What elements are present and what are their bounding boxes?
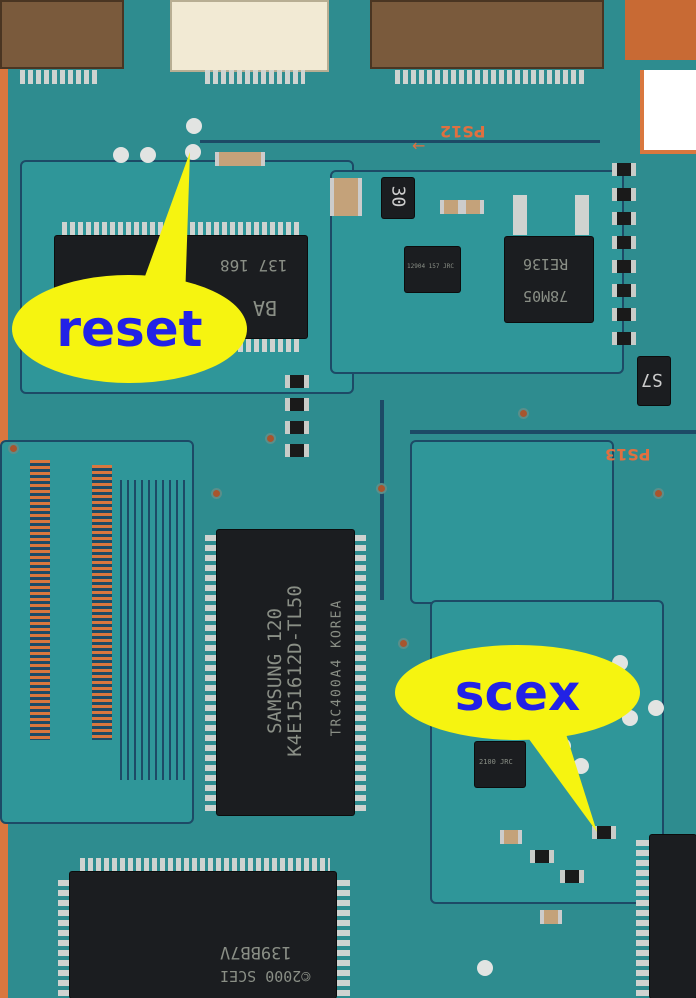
regulator-tab — [575, 195, 589, 235]
arrow-icon: ← — [412, 136, 426, 155]
diode-30: 30 — [382, 178, 414, 218]
resistor — [285, 421, 309, 434]
via — [400, 640, 407, 647]
connector-pins — [395, 70, 585, 84]
via — [10, 445, 17, 452]
diode-s7: S7 — [638, 357, 670, 405]
resistor — [612, 332, 636, 345]
main-chip-pins — [58, 880, 72, 998]
resistor — [530, 850, 554, 863]
trace — [120, 480, 190, 780]
via — [378, 485, 385, 492]
resistor — [612, 308, 636, 321]
ram-pins — [352, 535, 366, 815]
board-cutout — [640, 70, 696, 154]
capacitor — [462, 200, 484, 214]
main-chip-scei: 139BB7V ©2000 SCEI — [70, 872, 336, 998]
via — [213, 490, 220, 497]
via — [520, 410, 527, 417]
resistor — [612, 212, 636, 225]
resistor — [285, 444, 309, 457]
trace — [410, 430, 696, 434]
main-chip-pins — [336, 880, 350, 998]
scex-label: scex — [454, 663, 581, 722]
scex-callout-tail — [515, 715, 597, 832]
capacitor — [500, 830, 522, 844]
connector — [370, 0, 604, 69]
trace — [200, 140, 600, 143]
trace — [380, 400, 384, 600]
via — [655, 490, 662, 497]
regulator-tab — [513, 195, 527, 235]
ram-pins — [205, 535, 219, 815]
ic-jrc-1: 12904 157 JRC — [405, 247, 460, 292]
test-pad — [186, 118, 202, 134]
resistor — [612, 188, 636, 201]
ic-jrc-2: 2100 JRC — [475, 742, 525, 787]
test-pad — [648, 700, 664, 716]
ic-jrc-1-label: 12904 157 JRC — [407, 263, 454, 270]
scex-callout: scex — [395, 645, 640, 740]
board-edge-topright — [625, 0, 696, 60]
right-chip-pins — [636, 840, 650, 998]
ram-samsung: SAMSUNG 120 K4E151612D-TL50 TRC400A4 KOR… — [217, 530, 354, 815]
resistor — [612, 260, 636, 273]
connector-pins — [205, 70, 305, 84]
copper-plane — [410, 440, 614, 604]
test-pad — [113, 147, 129, 163]
resistor — [612, 284, 636, 297]
resistor — [285, 375, 309, 388]
capacitor — [540, 910, 562, 924]
connector — [0, 0, 124, 69]
trace — [92, 465, 112, 740]
test-pad — [477, 960, 493, 976]
resistor — [612, 163, 636, 176]
capacitor — [330, 178, 362, 216]
connector-pins — [20, 70, 100, 84]
reset-callout: reset — [12, 275, 247, 383]
capacitor — [440, 200, 462, 214]
right-chip — [650, 835, 696, 998]
ic-jrc-2-label: 2100 JRC — [479, 758, 513, 766]
connector-white — [170, 0, 329, 72]
capacitor — [215, 152, 265, 166]
reset-label: reset — [56, 300, 203, 358]
resistor-scex — [592, 826, 616, 839]
regulator-78m05: RE136 78M05 — [505, 237, 593, 322]
resistor — [285, 398, 309, 411]
via — [267, 435, 274, 442]
test-pad — [140, 147, 156, 163]
resistor — [560, 870, 584, 883]
resistor — [612, 236, 636, 249]
main-chip-pins — [80, 858, 330, 872]
trace — [30, 460, 50, 740]
reset-callout-tail — [140, 152, 190, 300]
